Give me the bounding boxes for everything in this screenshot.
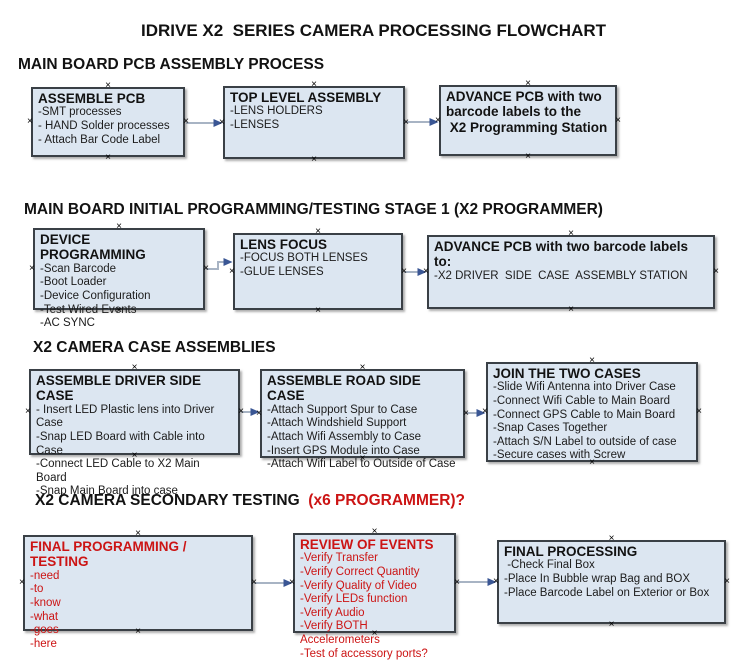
box-item: -Attach Wifi Label to Outside of Case <box>267 458 456 471</box>
box-item: -LENS HOLDERS <box>230 105 323 118</box>
box-item: -Boot Loader <box>40 276 107 289</box>
section-heading-red-text: (x6 PROGRAMMER)? <box>308 492 466 509</box>
flow-box-final-processing: FINAL PROCESSING -Check Final Box -Place… <box>493 534 730 630</box>
box-item: -LENSES <box>230 118 280 131</box>
box-title: ASSEMBLE ROAD SIDE CASE <box>267 373 425 404</box>
section-heading-initial-programming: MAIN BOARD INITIAL PROGRAMMING/TESTING S… <box>24 201 603 219</box>
box-item: -Snap Cases Together <box>493 422 608 435</box>
box-title: FINAL PROGRAMMING / TESTING <box>30 539 191 570</box>
box-item: -Place In Bubble wrap Bag and BOX <box>504 572 691 585</box>
flow-box-advance-pcb-programming-station: ADVANCE PCB with two barcode labels to t… <box>435 79 621 162</box>
arrow-device-programming-to-lens-focus <box>206 258 233 270</box>
section-heading-case-assemblies: X2 CAMERA CASE ASSEMBLIES <box>33 339 276 357</box>
box-item: -Secure cases with Screw <box>493 449 626 462</box>
box-item: -need <box>30 569 60 582</box>
box-title: LENS FOCUS <box>240 237 328 252</box>
box-item: -Insert GPS Module into Case <box>267 444 420 457</box>
box-item: -AC SYNC <box>40 317 95 330</box>
box-item: -Verify Correct Quantity <box>300 565 420 578</box>
box-item: -Verify Audio <box>300 606 365 619</box>
flow-box-assemble-driver-side-case: ASSEMBLE DRIVER SIDE CASE - Insert LED P… <box>25 363 244 498</box>
box-title: ASSEMBLE PCB <box>38 91 146 106</box>
box-item: -Scan Barcode <box>40 262 117 275</box>
box-item: - Attach Bar Code Label <box>38 133 161 146</box>
box-item: -Snap LED Board with Cable into Case <box>36 430 208 457</box>
box-item: -Verify BOTH Accelerometers <box>300 620 380 646</box>
flow-box-lens-focus: LENS FOCUS -FOCUS BOTH LENSES -GLUE LENS… <box>229 227 407 316</box>
box-item: -Connect LED Cable to X2 Main Board <box>36 458 203 484</box>
box-item: - Insert LED Plastic lens into Driver Ca… <box>36 403 218 430</box>
box-item: -to <box>30 583 44 596</box>
box-title: JOIN THE TWO CASES <box>493 366 641 381</box>
box-title: ASSEMBLE DRIVER SIDE CASE <box>36 373 205 404</box>
box-item: -goes <box>30 624 59 637</box>
section-heading-text: MAIN BOARD INITIAL PROGRAMMING/TESTING S… <box>24 201 603 218</box>
box-item: -Connect GPS Cable to Main Board <box>493 408 676 421</box>
box-title: REVIEW OF EVENTS <box>300 537 434 552</box>
box-item: -Verify LEDs function <box>300 593 408 606</box>
flow-box-final-programming-testing: FINAL PROGRAMMING / TESTING -need -to -k… <box>19 529 257 650</box>
box-item: -Place Barcode Label on Exterior or Box <box>504 586 710 599</box>
box-item: -Attach S/N Label to outside of case <box>493 435 677 448</box>
section-heading-text: MAIN BOARD PCB ASSEMBLY PROCESS <box>18 56 325 73</box>
box-title: TOP LEVEL ASSEMBLY <box>230 90 382 105</box>
box-item: -Verify Transfer <box>300 552 378 565</box>
section-heading-secondary-testing: X2 CAMERA SECONDARY TESTING (x6 PROGRAMM… <box>35 492 465 510</box>
box-item: -SMT processes <box>38 106 122 119</box>
box-item: -Device Configuration <box>40 289 151 302</box>
box-item: -Attach Support Spur to Case <box>267 403 418 416</box>
box-item: -Snap Main Board into case <box>36 485 178 498</box>
section-heading-text: X2 CAMERA CASE ASSEMBLIES <box>33 339 276 356</box>
box-item: -Slide Wifi Antenna into Driver Case <box>493 381 676 394</box>
box-title: ADVANCE PCB with two barcode labels to: <box>434 239 692 270</box>
box-item: -Attach Wifi Assembly to Case <box>267 430 422 443</box>
box-item: -GLUE LENSES <box>240 265 324 278</box>
box-item: -Connect Wifi Cable to Main Board <box>493 394 671 407</box>
section-heading-text: X2 CAMERA SECONDARY TESTING <box>35 492 309 509</box>
flow-box-assemble-pcb: ASSEMBLE PCB -SMT processes - HAND Solde… <box>27 81 189 163</box>
flow-box-top-level-assembly: TOP LEVEL ASSEMBLY -LENS HOLDERS -LENSES… <box>219 80 409 165</box>
flow-box-advance-pcb-driver-side-station: ADVANCE PCB with two barcode labels to: … <box>423 229 719 315</box>
box-item: -Verify Quality of Video <box>300 579 417 592</box>
flow-box-assemble-road-side-case: ASSEMBLE ROAD SIDE CASE -Attach Support … <box>256 363 469 471</box>
box-item: -X2 DRIVER SIDE CASE ASSEMBLY STATION <box>434 269 688 282</box>
box-item: - HAND Solder processes <box>38 119 170 132</box>
box-title: FINAL PROCESSING <box>504 544 638 559</box>
box-item: -Check Final Box <box>504 559 595 572</box>
section-heading-pcb-assembly: MAIN BOARD PCB ASSEMBLY PROCESS <box>18 56 324 74</box>
box-title: ADVANCE PCB with two barcode labels to t… <box>446 89 608 135</box>
box-item: -Test Wired Events <box>40 303 137 316</box>
box-item: -here <box>30 637 57 650</box>
flow-box-review-of-events: REVIEW OF EVENTS -Verify Transfer -Verif… <box>289 527 460 660</box>
box-title: DEVICE PROGRAMMING <box>40 232 146 263</box>
flow-box-join-the-two-cases: JOIN THE TWO CASES -Slide Wifi Antenna i… <box>482 356 702 468</box>
box-item: -Test of accessory ports? <box>300 647 428 660</box>
box-item: -FOCUS BOTH LENSES <box>240 252 368 265</box>
box-item: -what <box>30 610 59 623</box>
box-item: -know <box>30 596 61 609</box>
box-item: -Attach Windshield Support <box>267 417 407 430</box>
flow-box-device-programming: DEVICE PROGRAMMING -Scan Barcode -Boot L… <box>29 222 209 330</box>
flowchart-title: IDRIVE X2 SERIES CAMERA PROCESSING FLOWC… <box>140 21 607 40</box>
